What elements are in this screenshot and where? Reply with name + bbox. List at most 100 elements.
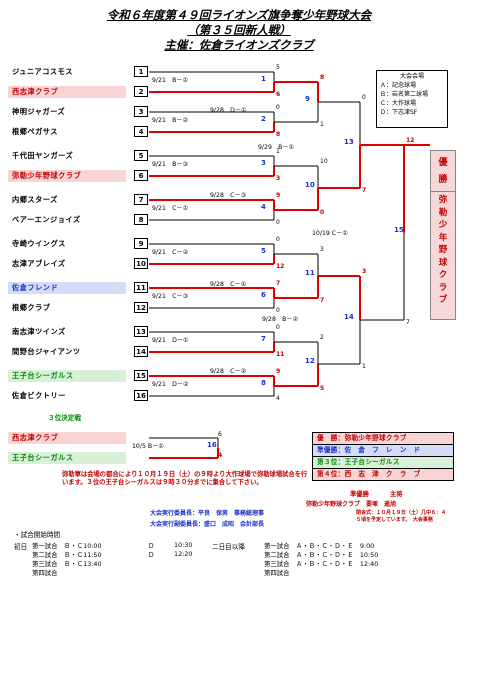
result-row: 第３位：王子台シーガルス — [313, 457, 453, 469]
schedule-row: 第一試合 Ｂ・Ｃ10:00 — [32, 542, 102, 550]
game-number: 2 — [261, 115, 266, 123]
seed-box: 3 — [134, 106, 148, 117]
champion-name-char: 少 — [438, 220, 448, 230]
score: 7 — [276, 280, 281, 287]
third-place-score-1: 6 — [218, 431, 222, 438]
winner-team: 弥勒少年野球クラブ 要塚 遥旭 — [306, 501, 397, 508]
champion-name-char: ラ — [438, 282, 448, 293]
day1-label: 初日 — [14, 543, 28, 551]
game-date: 9/21 D－① — [152, 337, 189, 344]
score: 10 — [320, 158, 328, 165]
champion-name-char: 野 — [438, 245, 448, 255]
score: 7 — [362, 187, 367, 194]
score: 0 — [276, 324, 280, 331]
schedule-row: 第一試合 Ａ・Ｂ・Ｃ・Ｄ・Ｅ 9:00 — [264, 542, 375, 550]
score: 8 — [276, 131, 281, 138]
game-number: 4 — [261, 203, 266, 211]
game-number: 10 — [305, 181, 315, 189]
score: 11 — [276, 351, 285, 358]
score: 1 — [276, 148, 280, 155]
schedule-row: 第三試合 Ｂ・Ｃ13:40 — [32, 560, 102, 568]
third-place-team-2: 王子台シーガルス — [8, 452, 126, 464]
venue-item: Ａ：記念球場 — [380, 82, 417, 89]
result-row: 準優勝：佐 倉 フ レ ン ド — [313, 445, 453, 457]
team-name: ジュニアコスモス — [12, 67, 73, 76]
team-name: 南志津ツインズ — [12, 327, 66, 336]
seed-box: 11 — [134, 282, 148, 293]
score: 0 — [362, 94, 366, 101]
seed-box: 9 — [134, 238, 148, 249]
seed-box: 5 — [134, 150, 148, 161]
venue-item: Ｃ：大作球場 — [380, 100, 417, 107]
team-name: 千代田ヤンガーズ — [12, 151, 74, 160]
team-name: 根郷ペガサス — [12, 127, 58, 136]
seed-box: 12 — [134, 302, 148, 313]
game-date: 9/21 D－② — [152, 381, 189, 388]
seed-box: 15 — [134, 370, 148, 381]
team-name: 神明ジャガーズ — [12, 107, 66, 116]
team-name: 志津アブレイズ — [12, 259, 66, 268]
score: 0 — [276, 219, 280, 226]
official-line-1: 大会実行委員長：平良 保男 事務総理事 — [150, 510, 265, 517]
winner-label: 準優勝 — [350, 491, 369, 498]
result-row: 優 勝：弥勒少年野球クラブ — [313, 433, 453, 445]
game-number: 14 — [344, 313, 354, 321]
game-date: 9/28 D－① — [210, 107, 247, 114]
game-date: 9/21 B－① — [152, 77, 189, 84]
third-place-date: 10/5 B－① — [132, 443, 164, 450]
schedule-row: 第四試合 — [32, 569, 58, 577]
game-number: 9 — [305, 95, 310, 103]
schedule-row: 第四試合 — [264, 569, 290, 577]
score: 7 — [320, 297, 325, 304]
score: 12 — [406, 137, 415, 144]
team-name: 佐倉ビクトリー — [12, 391, 66, 400]
seed-box: 14 — [134, 346, 148, 357]
score: 2 — [320, 334, 324, 341]
team-name: 佐倉フレンド — [8, 282, 126, 294]
champion-name-char: ク — [438, 270, 448, 280]
score: 4 — [276, 395, 280, 402]
game-date: 9/21 C－③ — [152, 293, 189, 300]
schedule-row: 第二試合 Ｂ・Ｃ11:50 — [32, 551, 102, 559]
team-name: 王子台シーガルス — [8, 370, 126, 382]
team-name: 間野台ジャイアンツ — [12, 347, 81, 356]
seed-box: 10 — [134, 258, 148, 269]
official-line-2: 大会実行副委員長：盛口 成昭 会計部長 — [150, 521, 265, 528]
schedule-row: 第三試合 Ａ・Ｂ・Ｃ・Ｄ・Ｅ 12:40 — [264, 560, 379, 568]
game-date: 9/28 C－① — [210, 281, 247, 288]
venue-item: Ｄ：下志津SF — [380, 109, 418, 116]
score: 9 — [276, 192, 281, 199]
game-number: 8 — [261, 379, 266, 387]
game-date: 9/21 C－② — [152, 249, 189, 256]
schedule-d: Ｄ — [148, 542, 155, 550]
third-place-heading: ３位決定戦 — [48, 414, 81, 422]
seed-box: 6 — [134, 170, 148, 181]
page-title: 令和６年度第４９回ライオンズ旗争奪少年野球大会 — [106, 8, 372, 22]
host-label: 主催：佐倉ライオンズクラブ — [164, 38, 314, 52]
schedule-d-time: 10:30 — [174, 541, 193, 549]
game-number: 11 — [305, 269, 315, 277]
score: 7 — [406, 319, 410, 326]
team-name: 西志津クラブ — [8, 86, 126, 98]
schedule-d: Ｄ — [148, 551, 155, 559]
score: 6 — [276, 91, 281, 98]
team-name: 寺崎ウイングス — [12, 239, 66, 248]
score: 0 — [276, 236, 280, 243]
game-number: 7 — [261, 335, 266, 343]
winner-host: 主将 — [390, 491, 403, 498]
game-date: 9/28 C－② — [210, 368, 247, 375]
seed-box: 8 — [134, 214, 148, 225]
score: 1 — [362, 363, 366, 370]
seed-box: 4 — [134, 126, 148, 137]
closing-note: 閉会式：１０月１９日（土）几中６：４５頃を予定しています。 大会事務 — [356, 510, 447, 523]
score: 5 — [276, 64, 280, 71]
champion-name-char: ブ — [438, 295, 448, 305]
score: 0 — [320, 209, 325, 216]
notice-text: 弥勒軍は会場の都合により１０月１９日（土）の９時より大作球場で弥勒球場試合を行い… — [62, 471, 308, 486]
game-number: 12 — [305, 357, 315, 365]
game-date: 9/28 C－③ — [210, 192, 247, 199]
venue-legend: 大会会場 Ａ：記念球場 Ｂ：岩名第二球場 Ｃ：大作球場 Ｄ：下志津SF — [376, 70, 448, 128]
third-place-score-2: 4 — [218, 452, 223, 459]
schedule-d-time: 12:20 — [174, 550, 193, 558]
game-date: 9/21 B－③ — [152, 161, 189, 168]
